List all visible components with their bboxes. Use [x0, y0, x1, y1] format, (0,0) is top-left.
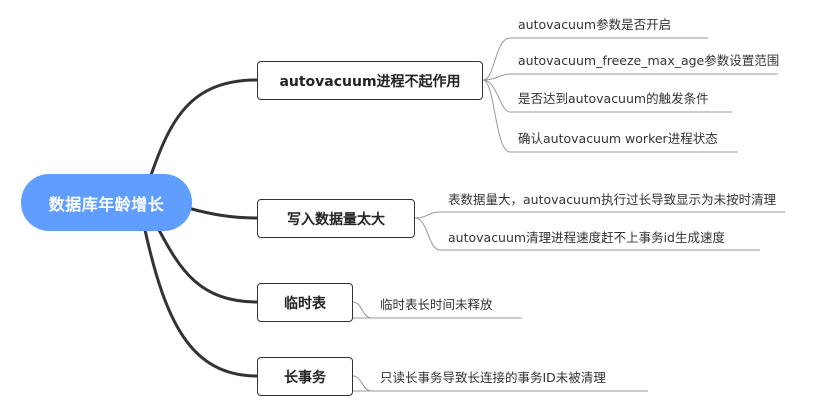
branch-node-write-volume[interactable]: 写入数据量太大	[257, 199, 415, 238]
branch-label: 长事务	[284, 369, 326, 386]
leaf-node[interactable]: autovacuum_freeze_max_age参数设置范围	[518, 53, 780, 68]
branch-label: autovacuum进程不起作用	[279, 73, 461, 90]
root-to-branch-2	[186, 206, 259, 220]
leaf-node[interactable]: autovacuum参数是否开启	[518, 17, 672, 32]
b1-bracket-up2	[482, 73, 511, 81]
leaf-node[interactable]: 是否达到autovacuum的触发条件	[518, 91, 709, 106]
leaf-node[interactable]: autovacuum清理进程速度赶不上事务id生成速度	[448, 230, 725, 245]
leaf-node[interactable]: 表数据量大，autovacuum执行过长导致显示为未按时清理	[448, 192, 777, 207]
b1-bracket-down2	[482, 79, 511, 153]
b2-bracket-down	[414, 217, 441, 251]
b4-bracket	[352, 375, 373, 392]
branch-node-long-transaction[interactable]: 长事务	[257, 357, 353, 396]
root-to-branch-4	[143, 228, 259, 378]
leaf-node[interactable]: 只读长事务导致长连接的事务ID未被清理	[380, 370, 606, 385]
root-node[interactable]: 数据库年龄增长	[21, 174, 192, 231]
branch-label: 写入数据量太大	[287, 211, 385, 228]
b1-bracket-down	[482, 79, 511, 113]
b2-bracket-up	[414, 211, 441, 219]
branch-node-temp-table[interactable]: 临时表	[257, 283, 353, 322]
root-label: 数据库年龄增长	[48, 194, 165, 214]
b3-bracket	[352, 301, 373, 319]
branch-node-autovacuum[interactable]: autovacuum进程不起作用	[257, 61, 483, 100]
root-to-branch-1	[148, 78, 259, 180]
branch-label: 临时表	[284, 295, 326, 312]
leaf-node[interactable]: 确认autovacuum worker进程状态	[518, 131, 718, 146]
leaf-node[interactable]: 临时表长时间未释放	[380, 297, 493, 312]
b1-bracket-up	[482, 37, 511, 81]
root-to-branch-3	[156, 226, 259, 304]
